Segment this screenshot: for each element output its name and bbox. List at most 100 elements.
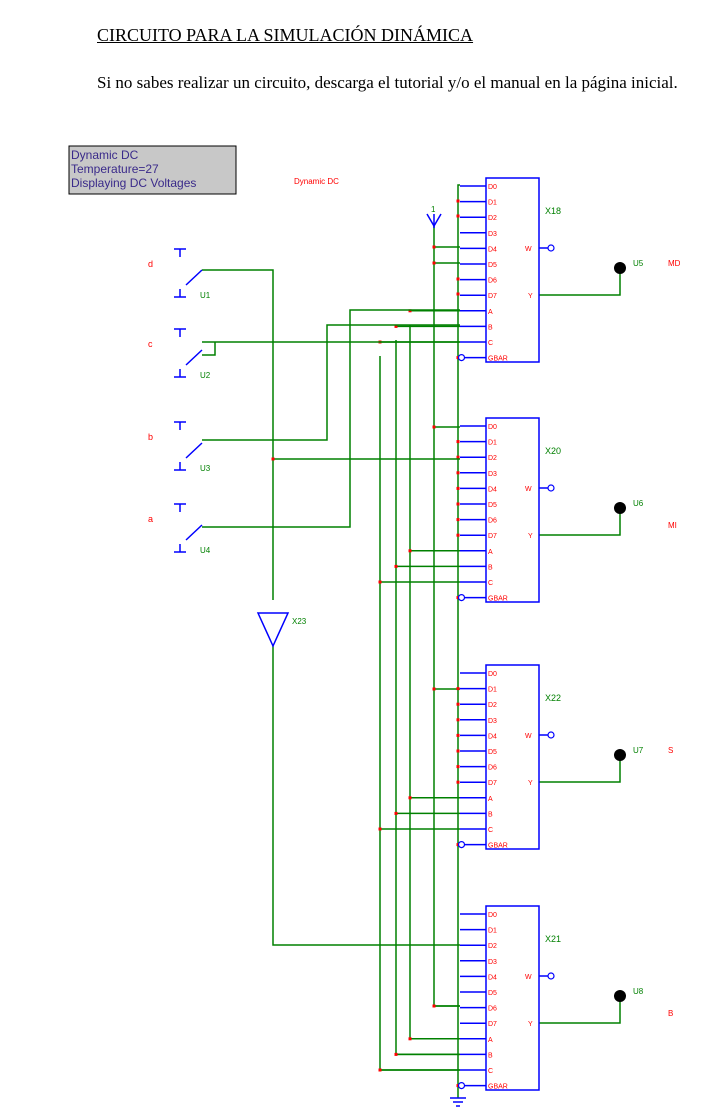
mux-pin-label: D4 <box>488 974 497 981</box>
y-pin-label: Y <box>528 780 533 787</box>
junction-dot <box>456 292 460 296</box>
junction-dot <box>394 564 398 568</box>
junction-dot <box>456 733 460 737</box>
junction-dot <box>456 199 460 203</box>
y-output-wire <box>539 508 621 536</box>
mux-block <box>485 177 540 363</box>
output-label: S <box>668 746 673 755</box>
junction-dot <box>456 518 460 522</box>
junction-dot <box>432 245 436 249</box>
switch-wire <box>202 324 460 441</box>
switch-ref: U4 <box>200 546 211 555</box>
mux-pin-label: D7 <box>488 533 497 540</box>
mux-block <box>485 417 540 603</box>
inverter-ref: X23 <box>292 617 307 626</box>
document-title: CIRCUITO PARA LA SIMULACIÓN DINÁMICA <box>97 25 474 45</box>
mux-pin-label: GBAR <box>488 356 508 363</box>
mux-pin-label: D3 <box>488 718 497 725</box>
mux-pin-label: D4 <box>488 486 497 493</box>
mux-pin-label: D1 <box>488 200 497 207</box>
mux-pin-label: B <box>488 1052 493 1059</box>
mux-pin-label: D7 <box>488 293 497 300</box>
mux-block <box>485 664 540 850</box>
mux-pin-label: D1 <box>488 928 497 935</box>
ground-symbol <box>450 1097 466 1107</box>
inverter-symbol <box>256 612 290 648</box>
junction-dot <box>408 549 412 553</box>
mux-block <box>485 905 540 1091</box>
output-label: MI <box>668 521 677 530</box>
status-line: Displaying DC Voltages <box>71 176 196 190</box>
junction-dot <box>456 486 460 490</box>
mux-pin-label: D5 <box>488 990 497 997</box>
y-pin-label: Y <box>528 533 533 540</box>
mux-pin-label: D3 <box>488 959 497 966</box>
mux-pin-label: B <box>488 564 493 571</box>
mux-pin-label: C <box>488 1068 493 1075</box>
status-box <box>68 145 237 195</box>
select-bus <box>395 340 460 1056</box>
switch-blade <box>185 442 203 459</box>
mux-pin-label: D1 <box>488 440 497 447</box>
junction-dot <box>394 811 398 815</box>
mux-pin-label: C <box>488 580 493 587</box>
mux-pin-label: D2 <box>488 702 497 709</box>
junction-dot <box>456 214 460 218</box>
junction-dot <box>456 702 460 706</box>
junction-dot <box>378 1068 382 1072</box>
y-output-wire <box>539 268 621 296</box>
vcc-symbol <box>426 213 442 228</box>
status-line: Dynamic DC <box>71 148 139 162</box>
mux-ref: X22 <box>545 693 561 703</box>
mux-pin-label: D5 <box>488 749 497 756</box>
probe-ref: U5 <box>633 259 644 268</box>
switch-blade <box>185 524 203 541</box>
mux-pin-label: D3 <box>488 471 497 478</box>
mux-pin-label: D7 <box>488 1021 497 1028</box>
components <box>68 145 626 1107</box>
status-line: Temperature=27 <box>71 162 159 176</box>
y-output-wire <box>539 755 621 783</box>
junction-dot <box>432 261 436 265</box>
wires <box>202 184 621 1098</box>
switch-input-label: b <box>148 432 153 442</box>
junction-dot <box>456 780 460 784</box>
mux-ref: X20 <box>545 446 561 456</box>
y-pin-label: Y <box>528 293 533 300</box>
switch-blade <box>185 269 203 286</box>
junction-dot <box>456 455 460 459</box>
junction-dot <box>456 765 460 769</box>
probe-ref: U8 <box>633 987 644 996</box>
junction-dot <box>408 309 412 313</box>
y-output-wire <box>539 996 621 1024</box>
mux-pin-label: D5 <box>488 262 497 269</box>
mux-pin-label: D2 <box>488 455 497 462</box>
mux-pin-label: D1 <box>488 687 497 694</box>
mode-label: Dynamic DC <box>294 177 339 186</box>
mux-pin-label: B <box>488 324 493 331</box>
mux-pin-label: D6 <box>488 765 497 772</box>
probe-dot <box>614 990 626 1002</box>
w-bubble <box>547 244 555 252</box>
mux-pin-label: B <box>488 811 493 818</box>
inverter-output-wire <box>272 646 460 946</box>
vcc-label: 1 <box>431 205 436 214</box>
mux-pin-label: D0 <box>488 671 497 678</box>
mux-pin-label: A <box>488 309 493 316</box>
switch-input-label: d <box>148 259 153 269</box>
mux-pin-label: C <box>488 340 493 347</box>
inversion-bubble <box>457 1081 466 1090</box>
mux-pin-label: D3 <box>488 231 497 238</box>
probe-dot <box>614 262 626 274</box>
junction-dot <box>456 471 460 475</box>
mux-ref: X18 <box>545 206 561 216</box>
mux-pin-label: GBAR <box>488 1084 508 1091</box>
inversion-bubble <box>457 354 466 362</box>
w-pin-label: W <box>525 246 532 253</box>
mux-pin-label: D0 <box>488 184 497 191</box>
mux-pin-label: A <box>488 549 493 556</box>
mux-pin-label: D5 <box>488 502 497 509</box>
mux-ref: X21 <box>545 934 561 944</box>
switch-ref: U1 <box>200 291 211 300</box>
